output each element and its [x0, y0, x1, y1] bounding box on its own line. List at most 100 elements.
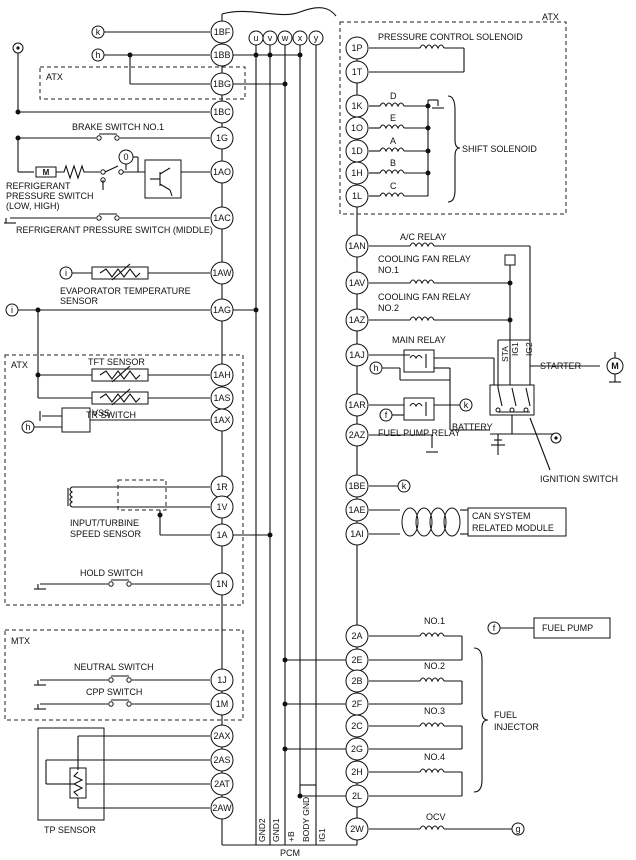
pin-right-label: 1AV: [349, 278, 365, 288]
brake-switch-label: BRAKE SWITCH NO.1: [72, 122, 164, 132]
atx-region-left: [4, 354, 244, 606]
pin-right-circle: [345, 161, 369, 185]
pressure-control-coil: [419, 44, 445, 50]
fuel-pump-label: FUEL PUMP: [542, 623, 593, 633]
injector-no4-label: NO.4: [424, 752, 445, 762]
ref-f-fuel-pump: f: [493, 623, 496, 633]
pin-right-label: 1O: [351, 123, 363, 133]
svg-text:0: 0: [123, 152, 128, 162]
pin-left-label: 1BB: [213, 50, 230, 60]
pin-left-circle: [210, 206, 234, 230]
pin-right-circle: [345, 498, 369, 522]
pin-left-label: 1R: [216, 482, 228, 492]
pin-right-label: 1BE: [348, 481, 365, 491]
pin-right-label: 2G: [351, 744, 363, 754]
evaporator-label-a: EVAPORATOR TEMPERATURE: [60, 286, 191, 296]
bus-name-ig1: IG1: [317, 828, 327, 842]
pin-left-circle: [210, 72, 234, 96]
pin-left-circle: [210, 523, 234, 547]
pin-right-circle: [345, 784, 369, 808]
pin-left-circle: [210, 261, 234, 285]
pin-left-label: 1BG: [213, 79, 231, 89]
pin-right-label: 1AJ: [349, 350, 365, 360]
pin-right-circle: [345, 474, 369, 498]
pin-right-label: 2A: [351, 631, 362, 641]
solenoid-a-label: A: [390, 136, 396, 146]
cpp-switch-label: CPP SWITCH: [86, 687, 142, 697]
pin-right-circle: [345, 116, 369, 140]
pin-right-label: 1L: [352, 191, 362, 201]
ref-k-1bf: k: [96, 27, 101, 37]
pin-right-label: 1D: [351, 146, 363, 156]
atx-label-2: ATX: [11, 360, 28, 370]
main-relay-box: [403, 349, 435, 373]
shift-solenoid-bracket: [447, 95, 461, 203]
pin-right-label: 2F: [352, 699, 363, 709]
pin-left-circle: [210, 100, 234, 124]
atx-region-top-left: [39, 66, 246, 100]
pin-right-circle: [345, 184, 369, 208]
pin-left-circle: [210, 668, 234, 692]
pin-left-label: 1V: [216, 502, 227, 512]
solenoid-c-label: C: [390, 181, 397, 191]
fuel-injector-group: NO.1 NO.2 NO.3 NO.4: [369, 616, 463, 797]
pin-right-circle: [345, 760, 369, 784]
bus-name-body-gnd: BODY GND: [301, 797, 311, 842]
pin-left-circle: [210, 724, 234, 748]
pin-right-circle: [345, 36, 369, 60]
left-pin-group: 1BF1BB1BG1BC1G1AO1AC1AW1AG1AH1AS1AX1R1V1…: [210, 20, 234, 820]
solenoid-b-label: B: [390, 158, 396, 168]
input-turbine-shield: [117, 479, 167, 511]
atx-label-1: ATX: [46, 72, 63, 82]
pin-right-circle: [345, 60, 369, 84]
bus-letter-x: x: [298, 33, 303, 43]
injector-label: INJECTOR: [494, 722, 539, 732]
shift-solenoid-label: SHIFT SOLENOID: [462, 144, 537, 154]
ignition-ig1-label: IG1: [510, 342, 520, 356]
fuel-pump-relay-box: [403, 397, 435, 421]
pin-right-label: 2E: [351, 655, 362, 665]
ref-h-vss: h: [25, 422, 30, 432]
pin-left-circle: [210, 748, 234, 772]
atx-region-right: [339, 21, 567, 215]
pin-left-label: 1A: [216, 530, 227, 540]
pin-left-circle: [210, 408, 234, 432]
pin-left-label: 1N: [216, 579, 228, 589]
pcm-bus-lines: [221, 14, 358, 846]
ac-transistor-box: [144, 159, 182, 199]
bus-letter-u: u: [253, 33, 258, 43]
pin-left-label: 1G: [216, 133, 228, 143]
tp-sensor-box: [37, 727, 105, 821]
its-label-a: INPUT/TURBINE: [70, 518, 139, 528]
pin-right-label: 1T: [352, 67, 363, 77]
refrigerant-label-a: REFRIGERANT: [6, 181, 71, 191]
evaporator-label-b: SENSOR: [60, 296, 99, 306]
pin-left-circle: [210, 495, 234, 519]
pin-right-circle: [345, 423, 369, 447]
pin-left-label: 2AT: [214, 779, 230, 789]
ref-k-fuel-pump-relay: k: [464, 400, 469, 410]
pin-right-label: 2C: [351, 721, 363, 731]
pin-right-label: 1H: [351, 168, 363, 178]
refrigerant-middle-label: REFRIGERANT PRESSURE SWITCH (MIDDLE): [16, 225, 213, 235]
ignition-switch-label: IGNITION SWITCH: [540, 474, 618, 484]
bus-connections: [222, 52, 357, 799]
pin-right-label: 1P: [351, 43, 362, 53]
tft-sensor-label: TFT SENSOR: [88, 357, 145, 367]
pin-right-circle: [345, 714, 369, 738]
pin-left-circle: [210, 160, 234, 184]
pin-left-circle: [210, 796, 234, 820]
bus-ref-circles: u v w x y: [248, 30, 324, 46]
pin-left-label: 1BF: [214, 27, 231, 37]
can-label-b: RELATED MODULE: [472, 523, 554, 533]
pin-left-circle: [210, 772, 234, 796]
pin-left-label: 2AX: [213, 731, 230, 741]
pin-right-label: 1AN: [348, 241, 366, 251]
bus-letter-y: y: [314, 33, 319, 43]
pin-left-label: 1AH: [213, 370, 231, 380]
pin-left-circle: [210, 43, 234, 67]
fuel-injector-bracket: [473, 647, 489, 793]
can-module-box: [467, 507, 567, 537]
pin-right-circle: [345, 669, 369, 693]
fuel-label: FUEL: [494, 710, 517, 720]
